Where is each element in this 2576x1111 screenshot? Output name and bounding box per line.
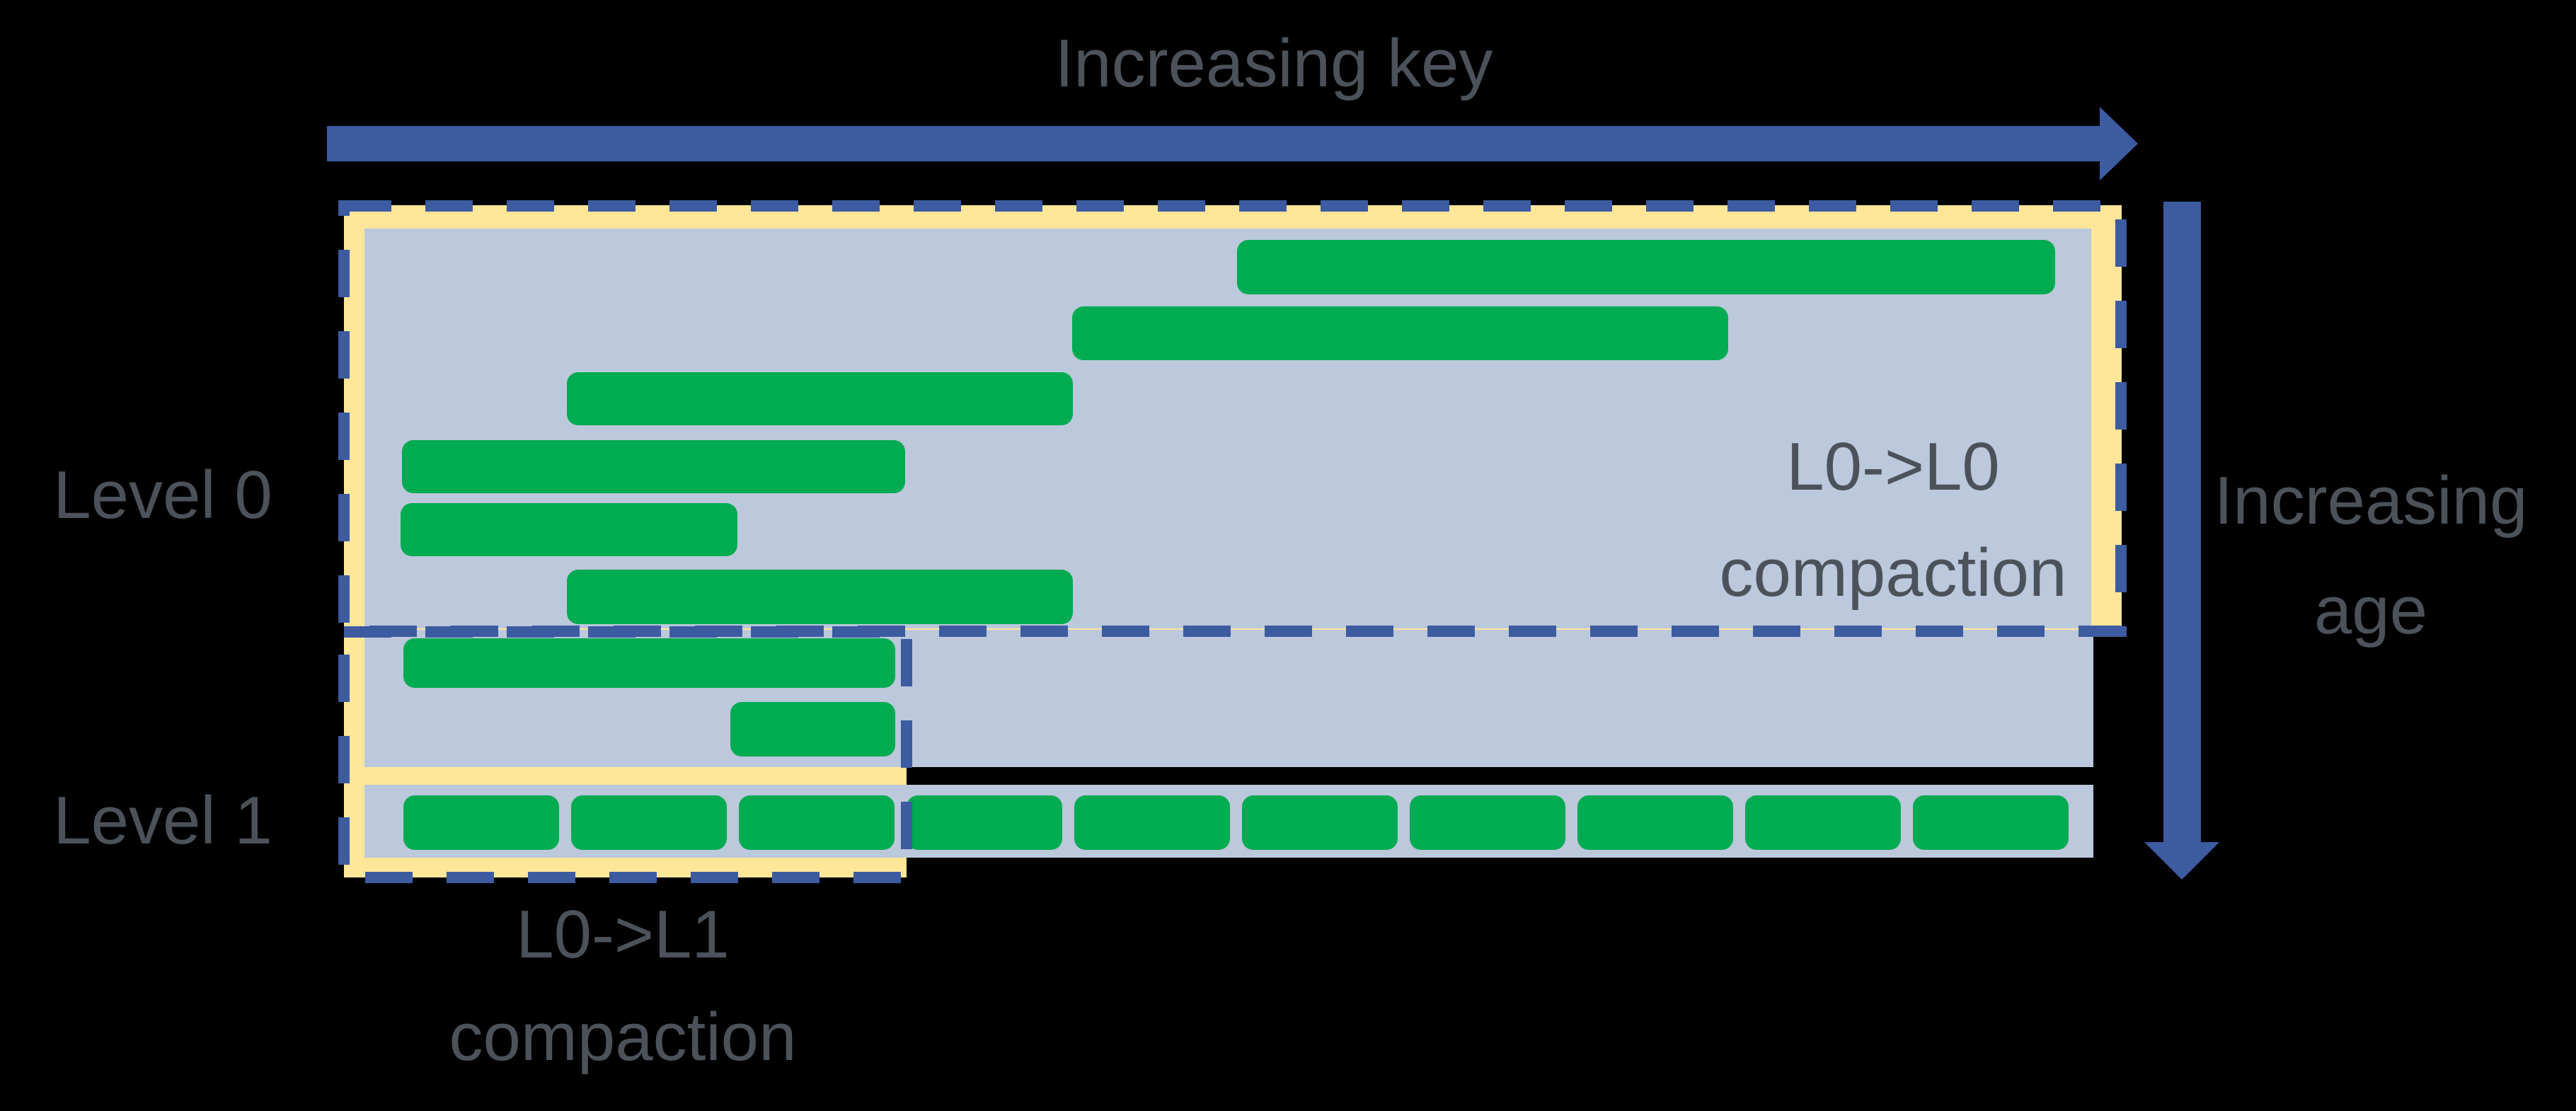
level0-panel [364, 229, 2091, 628]
l0-l0-compaction-label: L0->L0 compaction [1614, 414, 2173, 626]
increasing-key-label: Increasing key [1054, 25, 1493, 101]
l0-l1-compaction-label-line1: L0->L1 [516, 897, 730, 972]
sstable-bar [1913, 795, 2069, 850]
sstable-bar [739, 795, 895, 850]
sstable-bar [571, 795, 727, 850]
l0-l1-compaction-dashed-border [338, 626, 912, 883]
sstable-bar [403, 795, 559, 850]
sstable-bar [403, 638, 895, 688]
sstable-bar [402, 440, 905, 493]
sstable-bar [1410, 795, 1565, 850]
l0-l1-compaction-label: L0->L1 compaction [326, 883, 920, 1088]
sstable-bar [1074, 795, 1230, 850]
l0-l0-compaction-label-line2: compaction [1719, 535, 2067, 611]
increasing-age-label-line1: Increasing [2214, 463, 2528, 539]
increasing-age-arrowhead-icon [2144, 842, 2219, 880]
l0-l0-compaction-label-line1: L0->L0 [1786, 429, 2000, 505]
sstable-bar [730, 702, 895, 756]
sstable-bar [1577, 795, 1733, 850]
level1-label: Level 1 [53, 783, 272, 858]
sstable-bar [1745, 795, 1901, 850]
sstable-bar [1242, 795, 1398, 850]
sstable-bar [1072, 306, 1728, 360]
increasing-age-label-line2: age [2313, 572, 2428, 648]
sstable-bar [1237, 240, 2055, 294]
increasing-age-arrow [2144, 202, 2219, 880]
increasing-age-label: Increasing age [2180, 446, 2562, 665]
sstable-bar [401, 503, 737, 556]
increasing-age-arrow-shaft [2163, 202, 2201, 842]
l0-l1-compaction-label-line2: compaction [449, 999, 797, 1075]
l0-l0-compaction-dashed-border [338, 200, 2127, 637]
increasing-key-arrow-shaft [327, 126, 2100, 161]
sstable-bar [907, 795, 1062, 850]
sstable-bar [567, 372, 1073, 425]
increasing-key-arrowhead-icon [2100, 107, 2138, 180]
level0-label: Level 0 [53, 457, 272, 533]
increasing-key-arrow [327, 107, 2138, 180]
sstable-bar [567, 570, 1073, 624]
